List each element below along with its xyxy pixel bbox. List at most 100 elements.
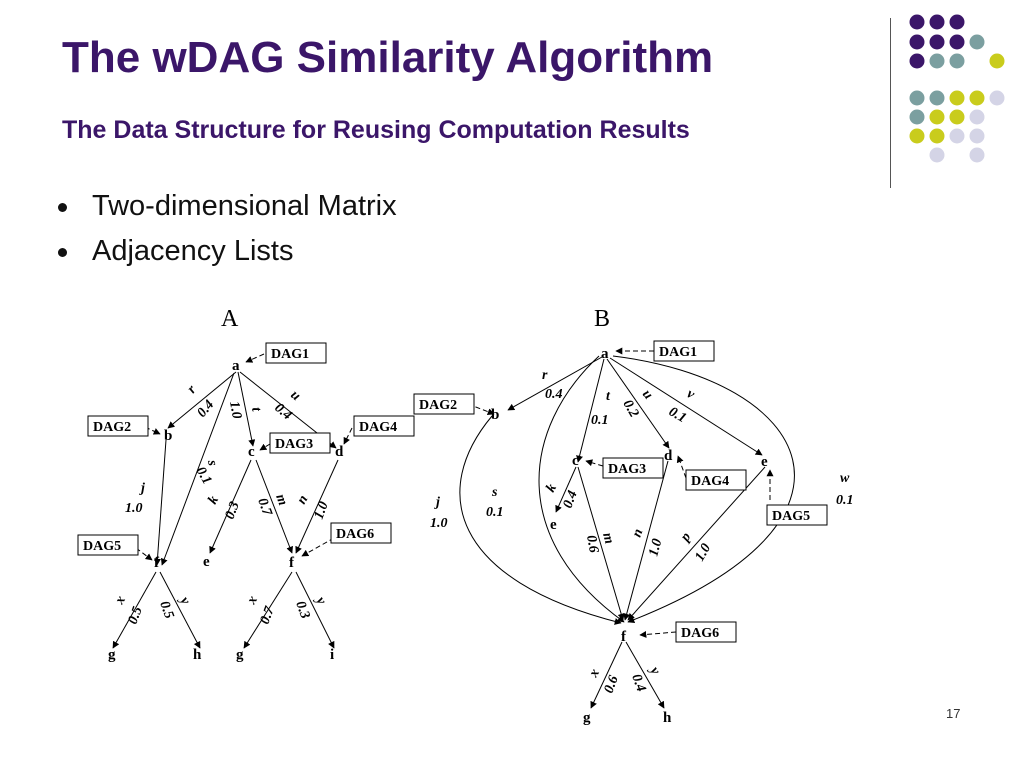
node-a: a (232, 358, 240, 374)
dag-box (353, 415, 415, 437)
node-e: e (550, 517, 557, 533)
edge-weight-v: 0.1 (666, 404, 689, 426)
edge-label-k: k (543, 481, 559, 495)
dag-box (77, 534, 139, 556)
decorative-dot (909, 109, 925, 125)
bullet-list: Two-dimensional Matrix Adjacency Lists (58, 190, 397, 280)
edge-weight-t: 1.0 (226, 400, 244, 420)
graph-edge (625, 641, 665, 709)
edge-label-n: n (630, 527, 647, 540)
edge-weight-k: 0.4 (561, 489, 581, 511)
edge-weight-t: 0.1 (591, 413, 609, 428)
edge-label-m: m (599, 531, 616, 546)
edge-label-p: p (677, 530, 694, 545)
slide-subtitle: The Data Structure for Reusing Computati… (62, 116, 690, 144)
edge-weight-m: 0.7 (254, 496, 274, 519)
edge-label-y: y (646, 663, 663, 678)
edge-label-t: t (606, 389, 611, 404)
edge-label-u: u (639, 387, 656, 403)
node-f: f (621, 629, 627, 645)
decorative-dot (989, 53, 1005, 69)
node-f: f (154, 555, 160, 571)
node-b: b (491, 407, 499, 423)
panel-label-b: B (594, 306, 610, 332)
graph-edge (295, 459, 339, 554)
graph-edge (507, 356, 603, 411)
dag-box (766, 504, 828, 526)
dag-label: DAG4 (691, 474, 729, 489)
decorative-dot-grid (909, 14, 1005, 163)
dag-box (87, 415, 149, 437)
graph-edge (167, 371, 237, 429)
graph-edge (676, 455, 687, 479)
graph-curved-edge (538, 355, 625, 623)
dag-label: DAG1 (271, 347, 309, 362)
edge-label-y: y (312, 593, 329, 608)
decorative-dot (929, 53, 945, 69)
node-b: b (164, 428, 172, 444)
graph-edge (245, 353, 265, 363)
node-e: e (203, 554, 210, 570)
edge-label-r: r (542, 368, 548, 383)
decorative-dot (929, 147, 945, 163)
node-h: h (663, 710, 672, 726)
graph-edge (259, 443, 271, 451)
decorative-dot (949, 109, 965, 125)
edge-label-r: r (185, 382, 200, 396)
edge-label-m: m (272, 492, 290, 507)
node-g: g (236, 647, 244, 663)
edge-weight-u: 0.2 (620, 398, 642, 421)
edge-weight-j: 1.0 (430, 516, 448, 531)
edge-weight-r: 0.4 (195, 398, 218, 421)
edge-label-j: j (139, 481, 145, 496)
node-d: d (664, 448, 673, 464)
dag-box (602, 457, 664, 479)
edge-label-s: s (491, 485, 498, 500)
bullet-text: Adjacency Lists (92, 235, 294, 267)
decorative-dot (969, 147, 985, 163)
edge-label-j: j (434, 495, 440, 510)
graph-edge (237, 371, 256, 447)
edge-label-n: n (294, 493, 311, 507)
bullet-item: Adjacency Lists (58, 235, 397, 268)
node-f: f (289, 555, 295, 571)
edge-weight-j: 1.0 (125, 501, 143, 516)
graph-edge (590, 641, 623, 709)
dag-box (675, 621, 737, 643)
dag-label: DAG2 (419, 398, 457, 413)
decorative-dot (989, 90, 1005, 106)
slide-title: The wDAG Similarity Algorithm (62, 33, 714, 82)
page-number: 17 (946, 706, 961, 721)
dag-box (413, 393, 475, 415)
decorative-dot (929, 90, 945, 106)
panel-label-a: A (221, 306, 239, 332)
graph-edge (585, 459, 604, 467)
edge-weight-w: 0.1 (836, 493, 854, 508)
dag-label: DAG6 (681, 626, 719, 641)
graph-edge (295, 571, 335, 649)
dag-box (330, 522, 392, 544)
graph-edge (623, 460, 669, 621)
graph-edge (301, 537, 335, 557)
node-g: g (108, 647, 116, 663)
graph-edge (609, 357, 763, 456)
graph-edge (639, 630, 677, 638)
decorative-dot (909, 53, 925, 69)
edge-label-x: x (112, 593, 129, 607)
dag-label: DAG1 (659, 345, 697, 360)
title-divider-line (890, 18, 891, 188)
decorative-dot (969, 34, 985, 50)
node-d: d (335, 444, 344, 460)
edge-weight-y: 0.4 (628, 672, 648, 694)
edge-label-x: x (244, 593, 261, 607)
bullet-item: Two-dimensional Matrix (58, 190, 397, 223)
decorative-dot (929, 128, 945, 144)
decorative-dot (909, 90, 925, 106)
graph-curved-edge (612, 355, 795, 623)
dag-box (269, 432, 331, 454)
decorative-dot (949, 34, 965, 50)
node-e: e (761, 454, 768, 470)
edge-weight-y: 0.3 (292, 599, 312, 621)
dag-label: DAG2 (93, 420, 131, 435)
